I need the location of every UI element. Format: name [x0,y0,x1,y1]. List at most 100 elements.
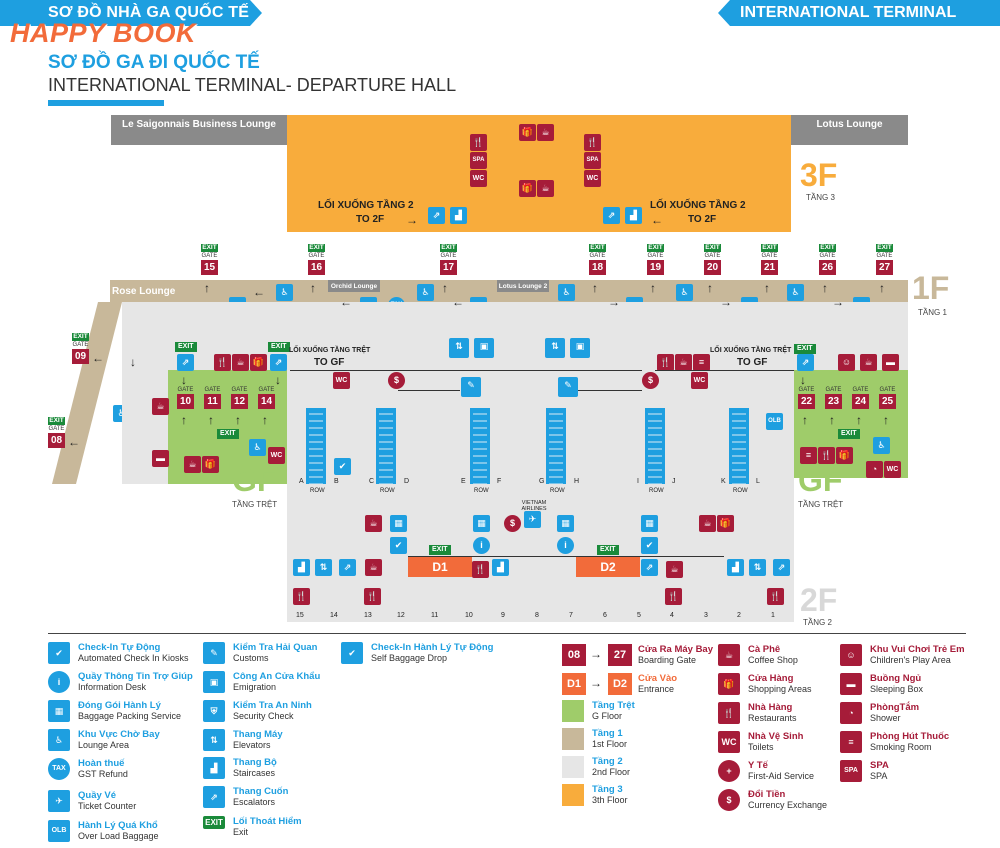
checkin-kiosk-icon[interactable]: ✔ [641,537,658,554]
row-letter: D [404,478,410,485]
lounge-icon[interactable]: ♿ [276,284,293,301]
baggage-packing-icon[interactable]: ▦ [390,515,407,532]
customs-icon: ✎ [203,642,225,664]
escalator-icon[interactable]: ⇗ [270,354,287,371]
escalator-icon[interactable]: ⇗ [641,559,658,576]
stairs-icon[interactable]: ▟ [727,559,744,576]
shop-icon: 🎁 [202,456,219,473]
restaurant-icon: 🍴 [364,588,381,605]
entrance-d2[interactable]: D2 [576,557,640,577]
arrow-right-icon: → [720,295,732,309]
arrow-up-icon: ↑ [235,413,241,427]
escalator-icon[interactable]: ⇗ [603,207,620,224]
lounge-icon[interactable]: ♿ [249,439,266,456]
ticket-counter-icon[interactable]: ✈ [524,511,541,528]
arrow-up-icon: ↑ [442,281,448,295]
escalator-icon[interactable]: ⇗ [339,559,356,576]
self-baggage-drop-icon[interactable]: ✔ [334,458,351,475]
escalator-icon[interactable]: ⇗ [797,354,814,371]
lounge-icon[interactable]: ♿ [558,284,575,301]
coffee-icon: ☕ [184,456,201,473]
coffee-icon: ☕ [232,354,249,371]
self-baggage-drop-icon: ✔ [341,642,363,664]
gf-swatch [562,700,584,722]
counter-number: 13 [364,612,372,619]
baggage-packing-icon[interactable]: ▦ [557,515,574,532]
emigration-icon[interactable]: ▣ [474,338,494,358]
checkin-kiosk-icon: ✔ [48,642,70,664]
lounge-icon[interactable]: ♿ [676,284,693,301]
lounge-icon: ♿ [48,729,70,751]
stairs-icon[interactable]: ▟ [492,559,509,576]
stairs-icon[interactable]: ▟ [293,559,310,576]
row-letter: H [574,478,580,485]
emigration-icon[interactable]: ▣ [570,338,590,358]
row-label: ROW [733,488,748,494]
down-to-gf-right-en: TO GF [737,357,768,368]
exit-sign: EXIT [838,429,860,439]
info-icon[interactable]: i [473,537,490,554]
arrow-down-icon: ↓ [275,373,281,387]
lounge-icon[interactable]: ♿ [873,437,890,454]
sleeping-box-icon: ▬ [152,450,169,467]
escalator-icon[interactable]: ⇗ [177,354,194,371]
shop-icon: 🎁 [836,447,853,464]
olb-icon[interactable]: OLB [766,413,783,430]
checkin-kiosk-icon[interactable]: ✔ [390,537,407,554]
page-title-en: INTERNATIONAL TERMINAL- DEPARTURE HALL [48,75,457,95]
elevator-icon[interactable]: ⇅ [749,559,766,576]
lounge-icon[interactable]: ♿ [417,284,434,301]
restaurant-icon: 🍴 [718,702,740,724]
customs-icon[interactable]: ✎ [558,377,578,397]
counter-number: 6 [603,612,607,619]
stairs-icon[interactable]: ▟ [450,207,467,224]
restaurant-icon: 🍴 [818,447,835,464]
customs-icon[interactable]: ✎ [461,377,481,397]
stairs-icon[interactable]: ▟ [625,207,642,224]
smoking-room-icon: ≡ [800,447,817,464]
baggage-packing-icon[interactable]: ▦ [641,515,658,532]
baggage-packing-icon[interactable]: ▦ [473,515,490,532]
escalator-icon[interactable]: ⇗ [428,207,445,224]
elevator-icon[interactable]: ⇅ [315,559,332,576]
info-icon: i [48,671,70,693]
lounge-icon[interactable]: ♿ [787,284,804,301]
arrow-right-icon: → [590,676,602,690]
info-icon[interactable]: i [557,537,574,554]
spa-icon: SPA [584,152,601,169]
currency-exchange-icon: $ [642,372,659,389]
shower-icon: ◔ [866,461,883,478]
floor-1f-sublabel: TẦNG 1 [918,308,947,317]
entrance-swatch: D2 [608,673,632,695]
elevator-icon[interactable]: ⇅ [545,338,565,358]
arrow-left-icon: ← [452,295,464,309]
escalator-icon[interactable]: ⇗ [773,559,790,576]
arrow-up-icon: ↑ [829,413,835,427]
wc-icon: WC [584,170,601,187]
elevator-icon[interactable]: ⇅ [449,338,469,358]
entrance-d1[interactable]: D1 [408,557,472,577]
stairs-icon: ▟ [203,757,225,779]
counter-number: 15 [296,612,304,619]
restaurant-icon: 🍴 [293,588,310,605]
counter-number: 5 [637,612,641,619]
